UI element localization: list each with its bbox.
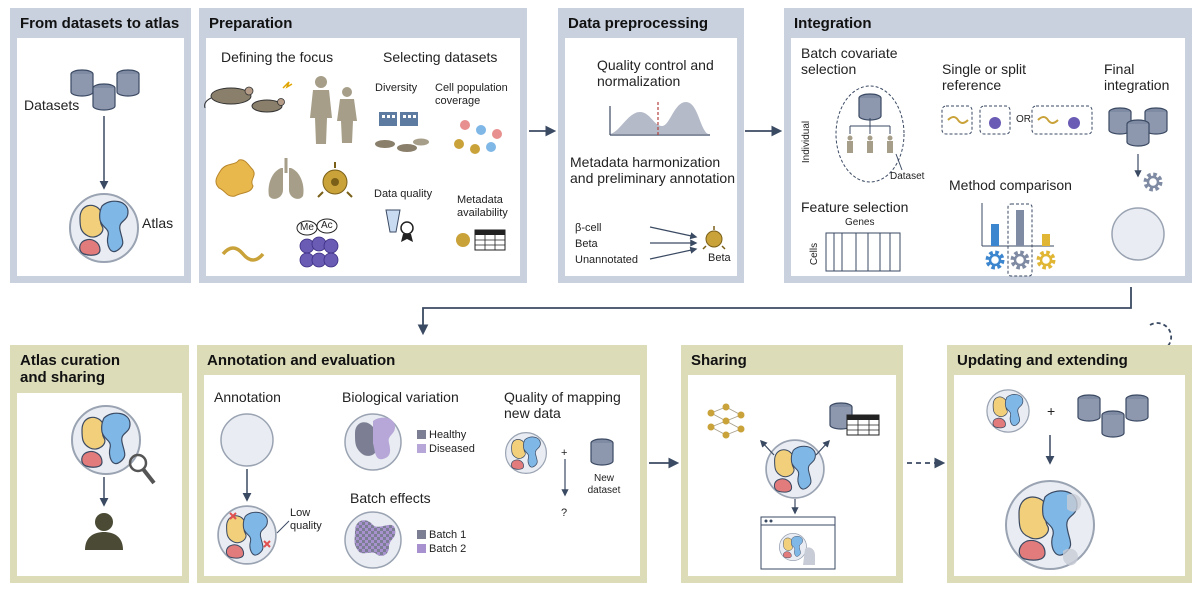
batch-covariate-label: Batch covariate selection <box>801 45 898 77</box>
cell-population-coverage-label: Cell population coverage <box>435 82 508 107</box>
legend-swatch <box>417 430 426 439</box>
final-integration-icon <box>1108 107 1168 261</box>
data-quality-label: Data quality <box>374 188 433 200</box>
lungs-icon <box>268 158 304 199</box>
building-icon <box>375 112 429 152</box>
or-label: OR <box>1016 114 1031 125</box>
metadata-availability-label: Metadata availability <box>457 194 508 219</box>
tube-icon <box>385 209 414 242</box>
panel-title: Preparation <box>209 15 293 32</box>
label-beta-cell: β-cell <box>575 222 602 234</box>
dataset-label: Dataset <box>890 171 925 182</box>
cell-icon <box>317 162 353 198</box>
batch1-label: Batch 1 <box>429 529 467 541</box>
panel-integration: Integration Batch covariate selection In… <box>784 8 1192 283</box>
panel-title: From datasets to atlas <box>20 15 180 32</box>
database-table-icon <box>829 402 880 436</box>
datasets-icon <box>1045 394 1149 465</box>
quality-mapping-label: Quality of mapping new data <box>504 389 621 421</box>
bio-variation-icon <box>344 413 402 471</box>
panel-title: Atlas curation and sharing <box>20 352 121 386</box>
selecting-datasets-label: Selecting datasets <box>383 49 498 65</box>
annotation-icon <box>217 413 290 565</box>
new-dataset-label: New dataset <box>587 473 621 496</box>
panel-title: Integration <box>794 15 872 32</box>
datasets-label: Datasets <box>24 97 80 113</box>
annotation-label: Annotation <box>214 389 281 405</box>
tissue-icon <box>215 159 255 197</box>
mapping-icon <box>505 432 614 497</box>
browser-window-icon <box>760 516 836 570</box>
panel-title: Annotation and evaluation <box>207 352 396 369</box>
panel-preparation: Preparation Defining the focus Selecting… <box>199 8 527 283</box>
metadata-harmonization-label: Metadata harmonization and preliminary a… <box>570 154 735 186</box>
qc-distribution-icon <box>609 102 710 136</box>
cell-types-icon <box>454 120 502 154</box>
batch2-label: Batch 2 <box>429 543 467 555</box>
legend-swatch <box>417 544 426 553</box>
qc-label: Quality control and normalization <box>597 57 714 89</box>
feature-selection-label: Feature selection <box>801 199 909 215</box>
panel-from-datasets: From datasets to atlas Datasets Atlas <box>10 8 191 283</box>
atlas-label: Atlas <box>142 215 174 231</box>
low-quality-label: Low quality <box>290 507 322 532</box>
panel-title: Data preprocessing <box>568 15 709 32</box>
batch-effects-label: Batch effects <box>350 490 431 506</box>
panel-annotation: Annotation and evaluation Annotation Low… <box>197 345 647 583</box>
legend-swatch <box>417 530 426 539</box>
defining-focus-label: Defining the focus <box>221 49 334 65</box>
chromatin-icon <box>296 218 339 268</box>
label-beta: Beta <box>575 238 598 250</box>
diversity-label: Diversity <box>375 82 418 94</box>
sharing-atlas-icon <box>760 439 830 515</box>
mouse-icon <box>204 81 293 113</box>
method-comparison-chart <box>981 203 1192 277</box>
healthy-label: Healthy <box>429 429 467 441</box>
plus-sign: + <box>1047 403 1056 419</box>
panel-sharing: Sharing <box>681 345 903 583</box>
flow-arrow <box>99 116 109 190</box>
covariate-tree-icon <box>835 85 905 183</box>
panel-title: Sharing <box>691 352 747 369</box>
user-icon <box>85 513 123 550</box>
atlas-search-icon <box>71 405 156 507</box>
metadata-table-icon <box>456 229 506 251</box>
genes-label: Genes <box>845 217 875 228</box>
bio-variation-label: Biological variation <box>342 389 459 405</box>
panel-title: Updating and extending <box>957 352 1128 369</box>
target-beta-label: Beta <box>708 252 731 264</box>
batch-effects-icon <box>344 511 402 569</box>
question-mark: ? <box>561 507 568 519</box>
diseased-label: Diseased <box>429 443 475 455</box>
single-split-label: Single or split reference <box>942 61 1027 93</box>
harmonization-arrows <box>649 226 726 260</box>
plus-sign: + <box>561 447 568 459</box>
human-icon <box>310 76 357 144</box>
ac-label: Ac <box>321 220 333 231</box>
method-comparison-label: Method comparison <box>949 177 1072 193</box>
panel-updating: Updating and extending + <box>947 345 1192 583</box>
legend-swatch <box>417 444 426 453</box>
final-integration-label: Final integration <box>1104 61 1170 93</box>
extended-atlas-icon <box>1005 480 1095 570</box>
panel-curation: Atlas curation and sharing <box>10 345 189 583</box>
label-unannotated: Unannotated <box>575 254 638 266</box>
network-icon <box>707 403 745 439</box>
feature-matrix-icon <box>825 232 901 272</box>
reference-options-icon <box>941 105 1093 135</box>
panel-preprocessing: Data preprocessing Quality control and n… <box>558 8 744 283</box>
dna-icon <box>221 246 265 262</box>
me-label: Me <box>300 222 314 233</box>
